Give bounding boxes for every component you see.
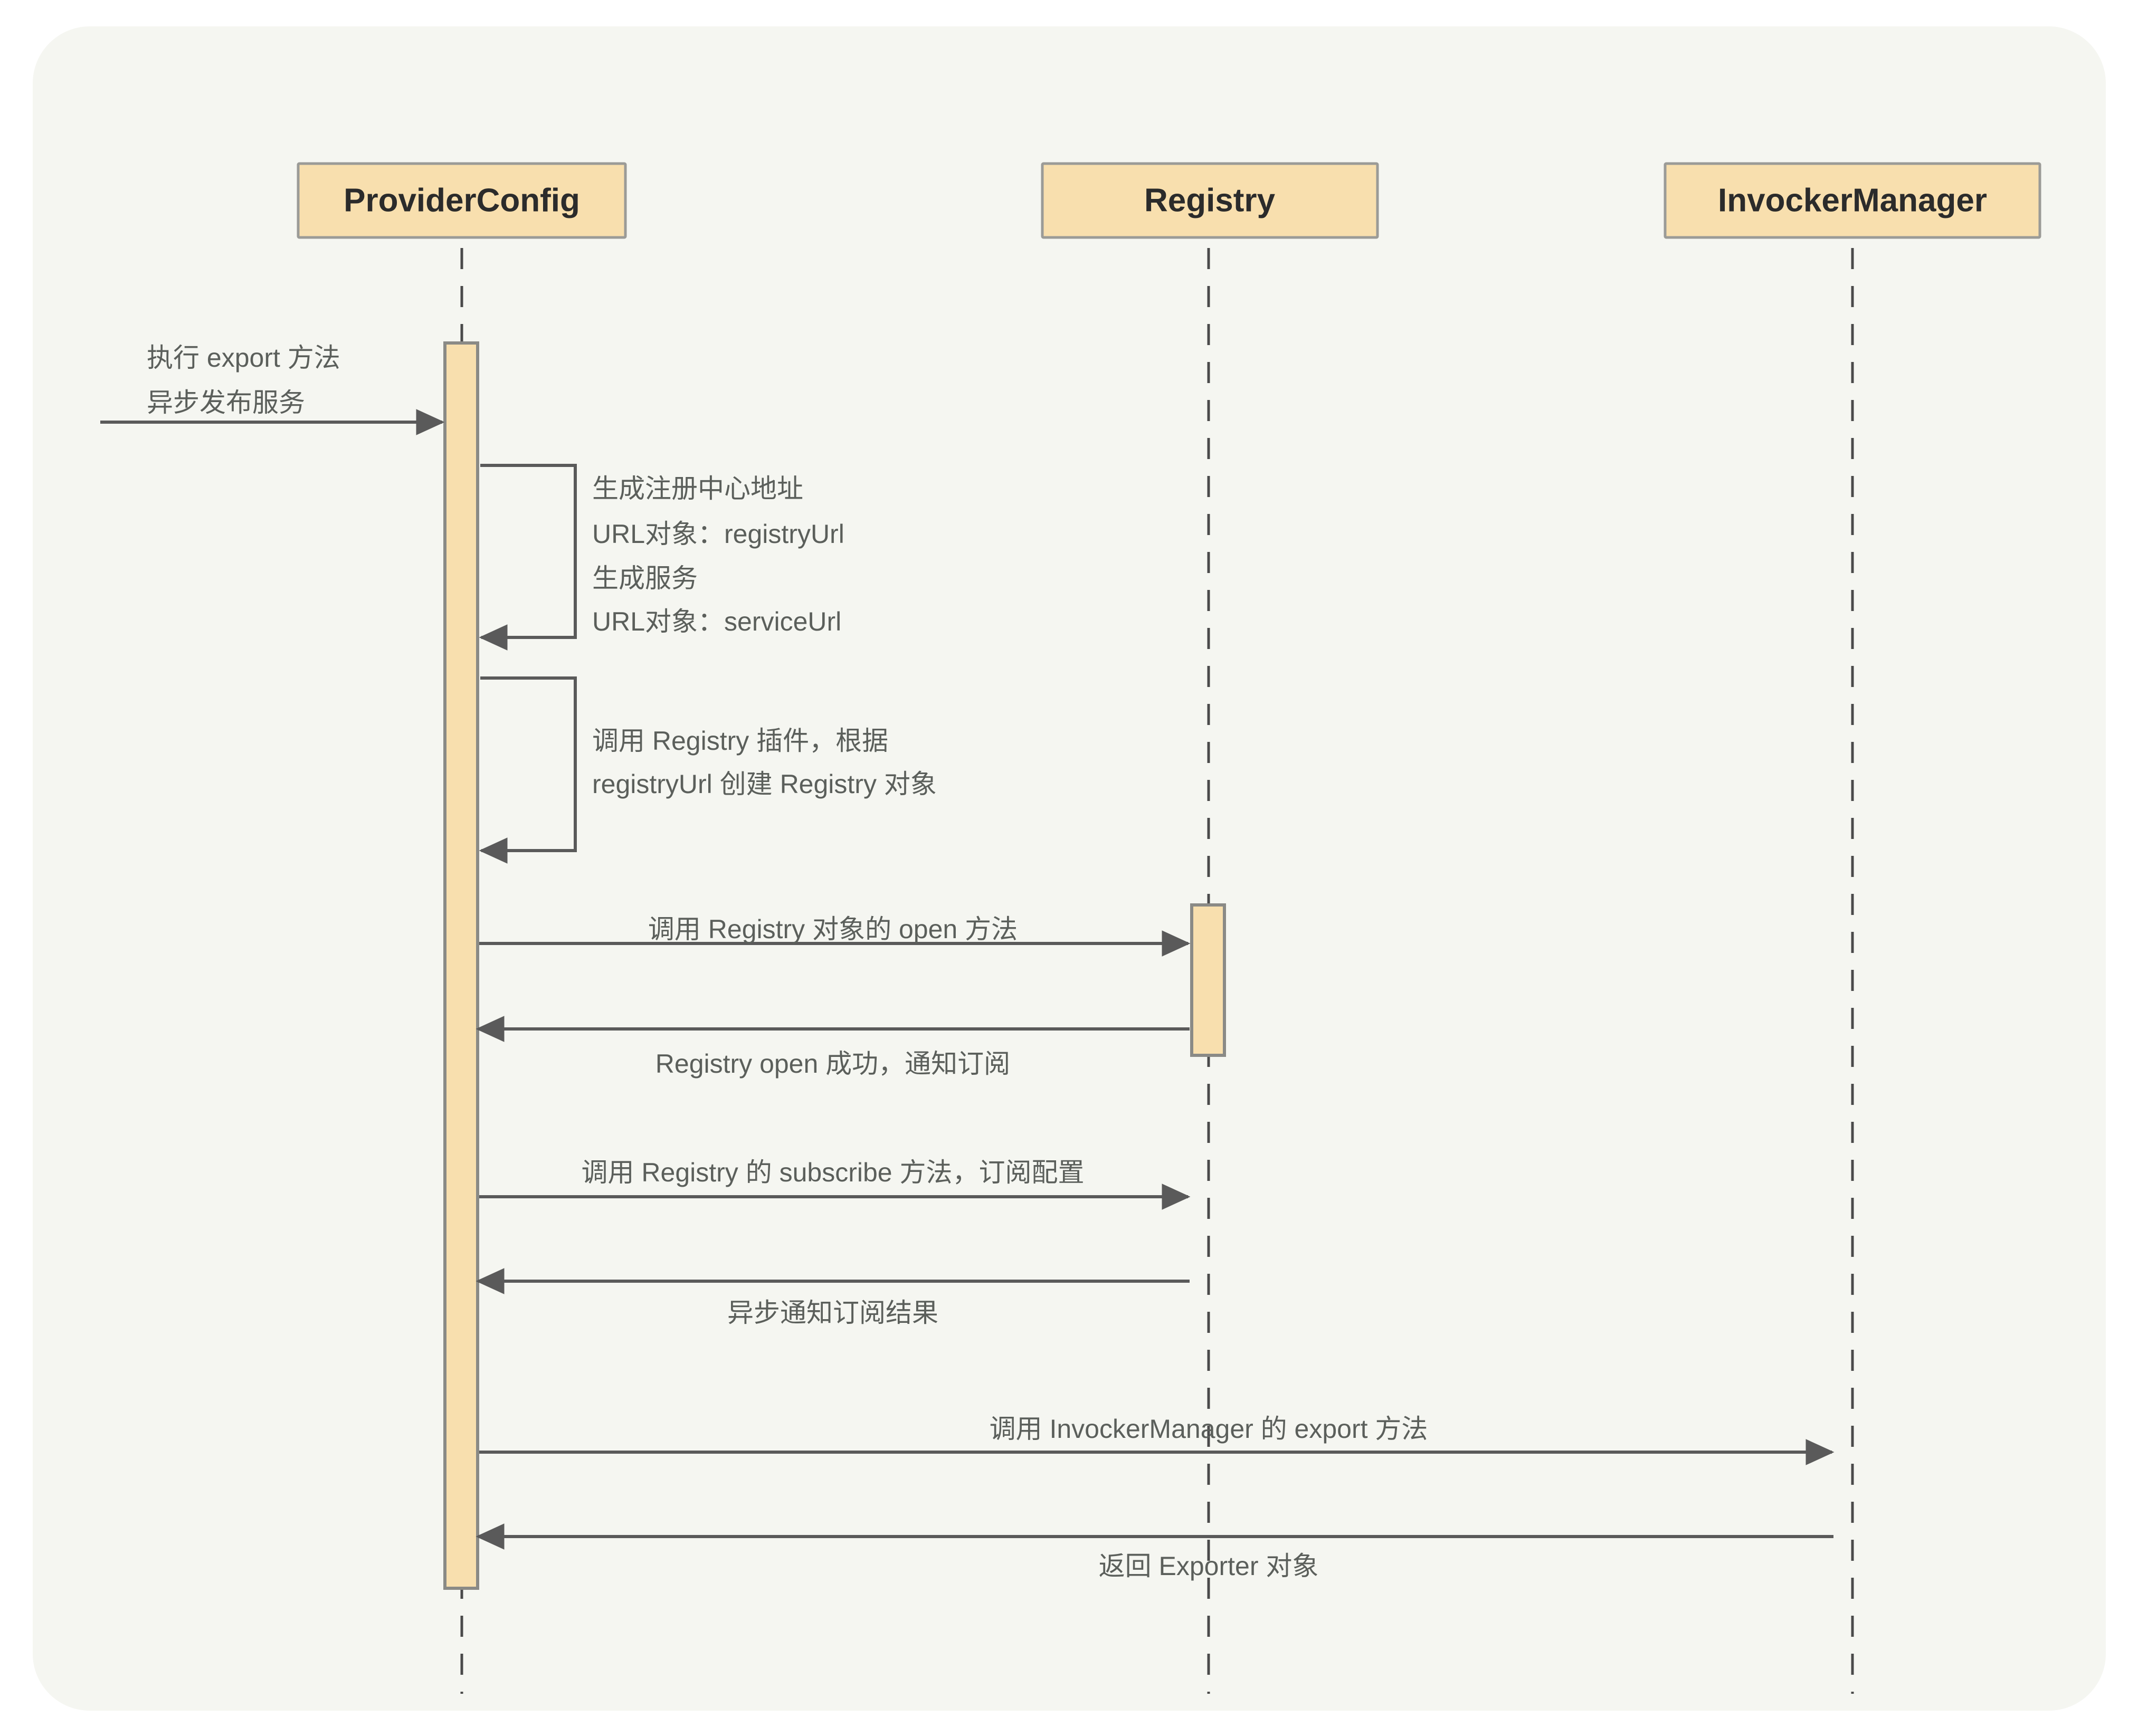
participant-invoker[interactable]: InvockerManager: [1664, 162, 2041, 239]
message-m8[interactable]: 调用 InvockerManager 的 export 方法: [479, 1414, 1835, 1465]
message-label-m9: 返回 Exporter 对象: [1099, 1551, 1319, 1581]
participant-box-invoker[interactable]: [1664, 162, 2041, 239]
message-m2[interactable]: 生成注册中心地址 URL对象：registryUrl 生成服务 URL对象：se…: [479, 464, 844, 651]
message-m3[interactable]: 调用 Registry 插件，根据 registryUrl 创建 Registr…: [479, 676, 937, 864]
message-m1[interactable]: 执行 export 方法 异步发布服务: [100, 343, 445, 435]
message-m7[interactable]: 异步通知订阅结果: [476, 1268, 1190, 1328]
message-label-m7: 异步通知订阅结果: [727, 1298, 938, 1328]
lifelines: [460, 248, 1854, 1694]
participant-box-provider[interactable]: [297, 162, 627, 239]
activation-bar-registry-open[interactable]: [1190, 903, 1226, 1057]
message-label-m1-line1: 执行 export 方法: [147, 343, 340, 373]
message-label-m8: 调用 InvockerManager 的 export 方法: [990, 1414, 1428, 1444]
participant-provider[interactable]: ProviderConfig: [297, 162, 627, 239]
message-m6[interactable]: 调用 Registry 的 subscribe 方法，订阅配置: [479, 1158, 1191, 1210]
message-m9[interactable]: 返回 Exporter 对象: [476, 1523, 1833, 1581]
message-label-m4: 调用 Registry 对象的 open 方法: [648, 914, 1018, 944]
message-label-m5: Registry open 成功，通知订阅: [655, 1049, 1010, 1079]
message-arrow-m2[interactable]: [479, 464, 577, 651]
participant-label-invoker: InvockerManager: [1718, 182, 1987, 218]
message-label-m2-line2: URL对象：registryUrl: [592, 519, 844, 549]
participant-registry[interactable]: Registry: [1041, 162, 1379, 239]
message-label-m1-line2: 异步发布服务: [147, 388, 305, 417]
message-label-m2-line1: 生成注册中心地址: [592, 474, 803, 503]
activation-bars: [443, 341, 1226, 1590]
participant-label-registry: Registry: [1144, 182, 1276, 218]
message-m5[interactable]: Registry open 成功，通知订阅: [476, 1016, 1190, 1079]
message-label-m3-line2: registryUrl 创建 Registry 对象: [592, 769, 937, 799]
message-label-m2-line3: 生成服务: [592, 564, 698, 593]
message-label-m2-line4: URL对象：serviceUrl: [592, 607, 841, 636]
activation-bar-provider[interactable]: [443, 341, 479, 1590]
message-label-m3-line1: 调用 Registry 插件，根据: [592, 726, 888, 756]
message-m4[interactable]: 调用 Registry 对象的 open 方法: [479, 914, 1191, 957]
diagram-canvas: [33, 26, 2106, 1711]
participant-box-registry[interactable]: [1041, 162, 1379, 239]
participant-label-provider: ProviderConfig: [344, 182, 580, 218]
message-arrow-m3[interactable]: [479, 676, 577, 864]
message-label-m6: 调用 Registry 的 subscribe 方法，订阅配置: [582, 1158, 1085, 1187]
